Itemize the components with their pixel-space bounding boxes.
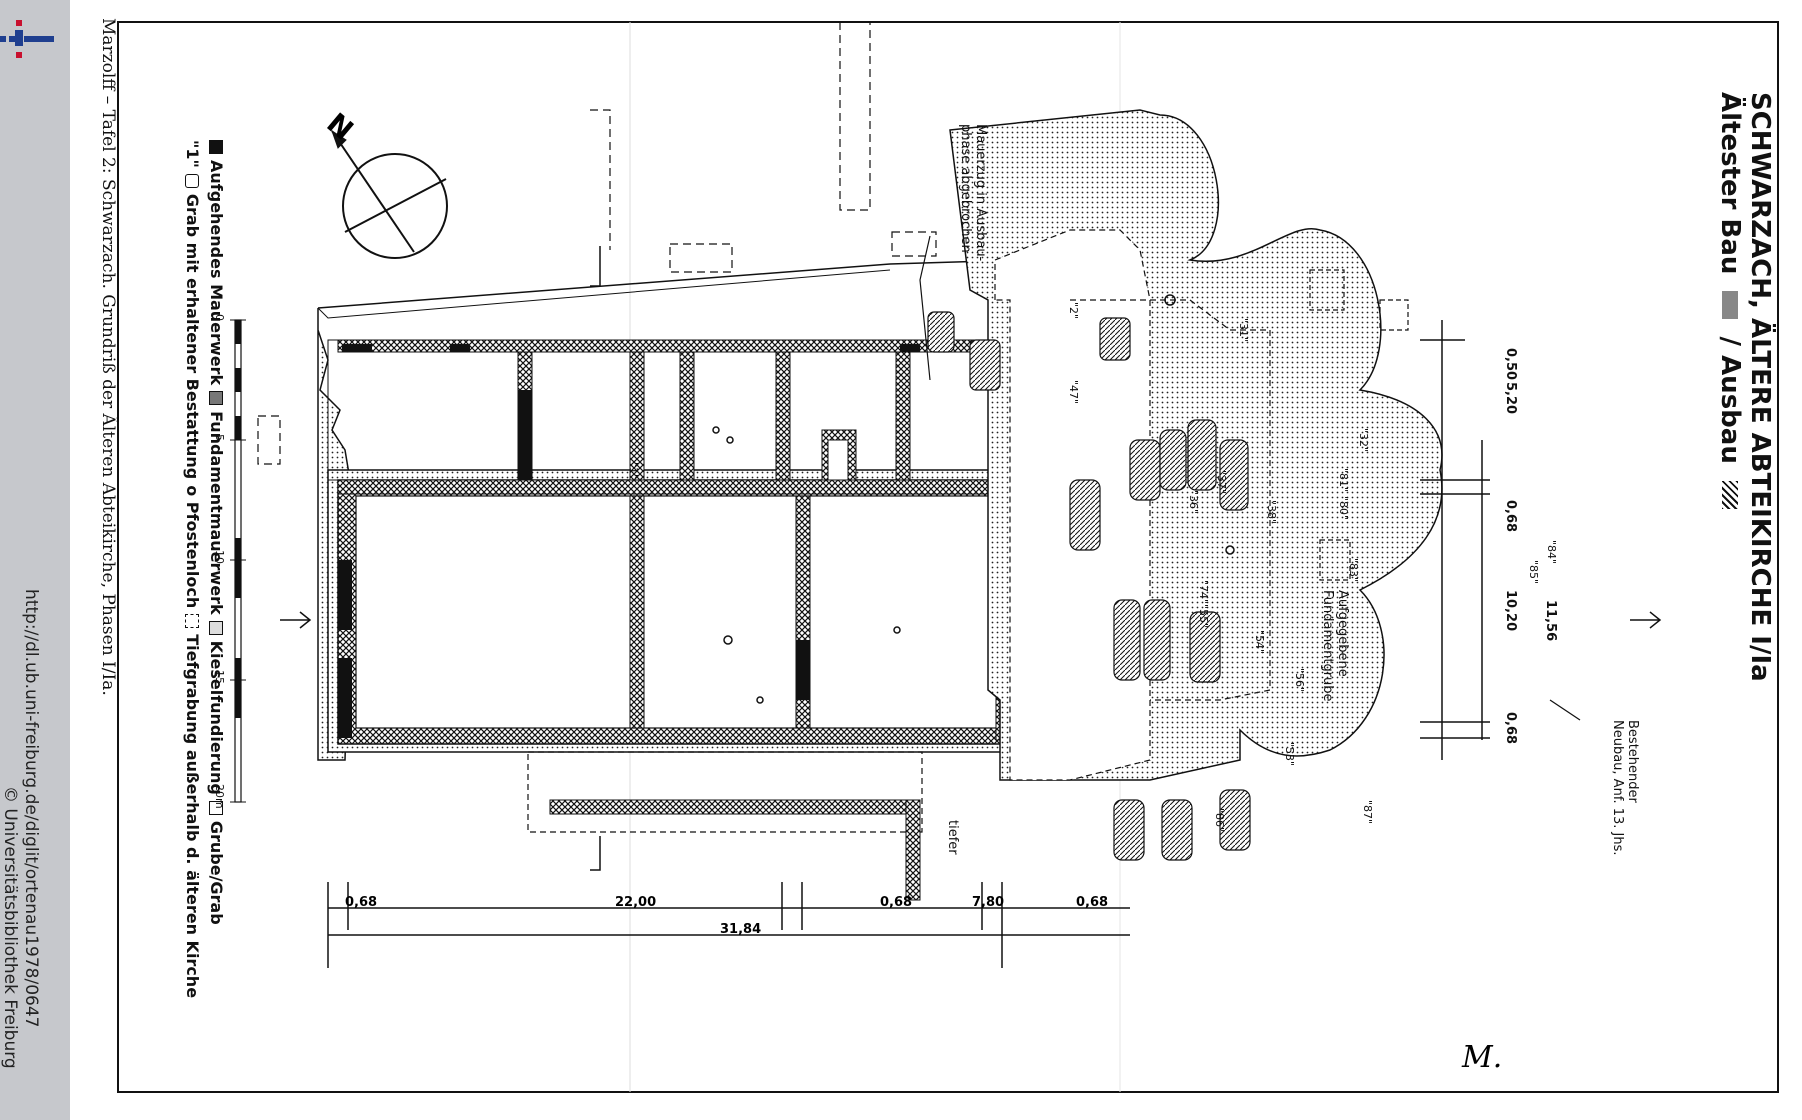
grave-label: "84": [1545, 540, 1558, 565]
grave-label: "81": [1337, 468, 1350, 493]
plan-title-line2b: / Ausbau: [1715, 336, 1745, 464]
ub-freiburg-logo-icon[interactable]: [0, 14, 60, 74]
note-aufgegebene: Aufgegebene Fundamentgrube: [1320, 590, 1350, 702]
legend-swatch-tiefgrabung: [185, 614, 200, 629]
dimension-lines-horizontal: [327, 882, 1130, 968]
dimension-lines-vertical: [1420, 320, 1490, 760]
scale-label-20: 20m: [213, 784, 226, 809]
plan-title: SCHWARZACH, ÄLTERE ABTEIKIRCHE I/Ia Älte…: [1715, 92, 1775, 682]
grave-label: "87": [1361, 800, 1374, 825]
legend-grab: Grab mit erhaltener Bestattung: [183, 193, 202, 480]
north-arrow: [331, 129, 448, 259]
post-holes: [712, 294, 1235, 704]
title-swatch-altester: [1722, 291, 1738, 320]
author-initial: M.: [1462, 1040, 1503, 1075]
grave-label: "56": [1293, 668, 1306, 693]
south-corridor: [527, 751, 923, 833]
note-mauerzug: Mauerzug in Ausbau- phase abgebrochen: [958, 124, 988, 262]
grave-label: "80": [1337, 496, 1350, 521]
legend-line-2: "1" Grab mit erhaltener Bestattung o Pfo…: [183, 140, 202, 998]
grave-label: "37": [1215, 470, 1228, 495]
dim-v4: 10,20: [1503, 590, 1518, 632]
viewer-sidebar: http://dl.ub.uni-freiburg.de/diglit/orte…: [0, 0, 70, 1120]
legend-swatch-fundament: [209, 391, 224, 406]
grave-label: "86": [1213, 808, 1226, 833]
scale-label-5: 5: [213, 434, 226, 441]
legend-swatch-kiesel: [209, 620, 224, 635]
grave-label: "53": [1283, 742, 1296, 767]
note-tiefer: tiefer: [945, 820, 960, 855]
grave-label: "2": [1067, 302, 1080, 320]
grave-label: "36": [1187, 490, 1200, 515]
grave-label: "74": [1197, 580, 1210, 605]
grave-label: "1": [627, 462, 640, 480]
floor-plan-drawing: [117, 21, 1779, 1093]
plan-title-line1: SCHWARZACH, ÄLTERE ABTEIKIRCHE I/Ia: [1745, 92, 1775, 682]
scale-label-10: 10: [213, 550, 226, 564]
dim-v5: 0,68: [1503, 712, 1518, 745]
grave-label: "38": [1265, 500, 1278, 525]
legend-grube: Grube/Grab: [207, 820, 226, 925]
plan-title-line2a: Ältester Bau: [1715, 92, 1745, 275]
grave-label: "31": [1237, 318, 1250, 343]
dim-v6: 11,56: [1543, 600, 1558, 642]
dim-v2: 5,20: [1503, 382, 1518, 415]
grave-label: "54": [1253, 630, 1266, 655]
legend-swatch-aufgehendes: [209, 140, 224, 154]
plate-caption: Marzolff – Tafel 2: Schwarzach. Grundriß…: [98, 18, 118, 696]
dim-h3: 0,68: [880, 895, 913, 910]
dim-h4: 7,80: [972, 895, 1005, 910]
copyright-notice: © Universitätsbibliothek Freiburg: [0, 786, 20, 1069]
dim-v3: 0,68: [1503, 500, 1518, 533]
dim-v1: 0,50: [1503, 348, 1518, 381]
dim-h5: 0,68: [1076, 895, 1109, 910]
title-swatch-ausbau: [1722, 480, 1738, 509]
legend-kiesel: Kieselfundierung: [207, 640, 226, 795]
grave-label: "47": [1067, 380, 1080, 405]
section-markers: [280, 246, 1662, 871]
legend-pfosten: o Pfostenloch: [183, 485, 202, 609]
legend-swatch-grab: [185, 173, 200, 188]
grave-label: "83": [1347, 558, 1360, 583]
grave-label: "32": [1357, 428, 1370, 453]
note-neubau: Bestehender Neubau, Anf. 13. Jhs.: [1610, 720, 1640, 856]
plate-frame: [117, 21, 1779, 1093]
scale-label-0: 0: [213, 314, 226, 321]
legend-grab-prefix: "1": [183, 140, 202, 168]
legend-tiefgrabung: Tiefgrabung außerhalb d. älteren Kirche: [183, 634, 202, 999]
grave-label: "85": [1527, 560, 1540, 585]
grave-label: "55": [1197, 604, 1210, 629]
dim-h1: 0,68: [345, 895, 378, 910]
plan-plate: Marzolff – Tafel 2: Schwarzach. Grundriß…: [70, 0, 1802, 1120]
scale-bar: [230, 319, 246, 803]
legend-aufgehendes: Aufgehendes Mauerwerk: [207, 160, 226, 386]
dim-h2: 22,00: [615, 895, 657, 910]
dim-total: 31,84: [720, 922, 762, 937]
source-url[interactable]: http://dl.ub.uni-freiburg.de/diglit/orte…: [21, 589, 41, 1028]
scale-label-15: 15: [213, 670, 226, 684]
legend-fundament: Fundamentmauerwerk: [207, 411, 226, 615]
